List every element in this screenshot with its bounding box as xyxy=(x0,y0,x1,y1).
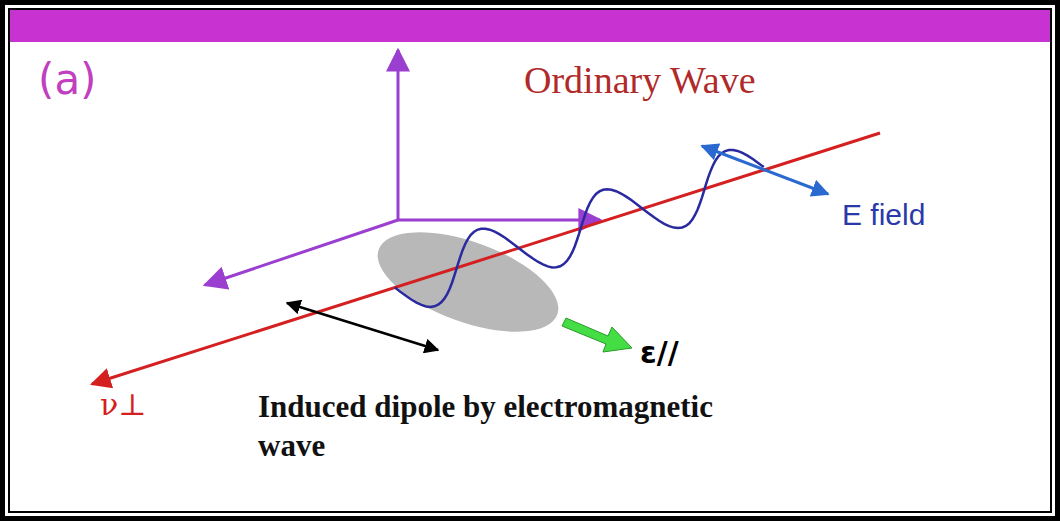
figure-title: Ordinary Wave xyxy=(524,58,756,102)
field-label: E field xyxy=(842,196,925,234)
epsilon-arrow xyxy=(562,318,632,352)
frequency-label: ν⊥ xyxy=(100,386,146,424)
outer-frame xyxy=(3,3,1058,519)
top-bar xyxy=(10,10,1050,42)
e-field-arrow xyxy=(702,146,828,194)
dipole-arrow xyxy=(287,303,438,350)
axis-horizontal xyxy=(398,219,600,222)
inner-frame xyxy=(9,9,1051,512)
molecule-ellipse xyxy=(365,212,571,352)
axis-vertical xyxy=(397,50,400,220)
dipole-caption: Induced dipole by electromagnetic wave xyxy=(258,388,728,466)
propagation-line xyxy=(92,133,880,384)
permittivity-label: ε// xyxy=(640,334,679,372)
panel-letter: (a) xyxy=(38,54,97,107)
axis-diagonal xyxy=(205,220,398,285)
e-field-wave xyxy=(395,150,764,307)
